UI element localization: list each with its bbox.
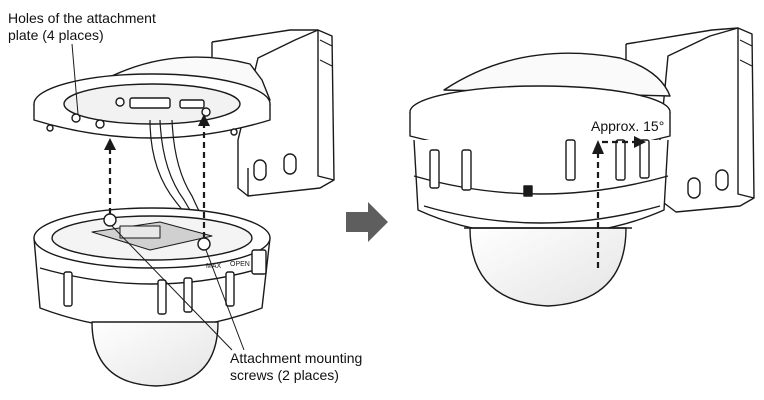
label-line: plate (4 places) <box>8 27 104 43</box>
label-line: Attachment mounting <box>230 350 363 366</box>
label-line: Holes of the attachment <box>8 10 156 26</box>
dome-cover-assembled <box>469 227 627 307</box>
label-line: screws (2 places) <box>230 367 339 383</box>
plate-hole <box>115 97 125 107</box>
wall-mount-bracket-assembled <box>625 27 755 213</box>
label-attachment-plate-holes: Holes of the attachment plate (4 places) <box>8 10 156 44</box>
mounting-screw <box>197 237 211 251</box>
camera-body: MAX OPEN <box>33 207 271 330</box>
plate-hole <box>201 107 211 117</box>
svg-text:OPEN: OPEN <box>230 261 250 268</box>
right-arrow-icon <box>346 202 388 242</box>
svg-text:MAX: MAX <box>206 263 222 270</box>
right-figure-assembled-view <box>409 27 755 307</box>
mounting-screw <box>103 213 117 227</box>
dome-cover <box>91 321 219 387</box>
alignment-arrows-left <box>108 124 206 238</box>
leader-lines <box>71 43 245 351</box>
label-mounting-screws: Attachment mounting screws (2 places) <box>230 350 362 384</box>
label-rotation-angle: Approx. 15° <box>591 118 665 134</box>
plate-hole <box>71 113 81 123</box>
attachment-plate <box>33 56 271 139</box>
rotation-arrows <box>596 140 636 268</box>
plate-hole <box>95 119 105 129</box>
left-figure-exploded-view: MAX OPEN <box>33 29 335 387</box>
